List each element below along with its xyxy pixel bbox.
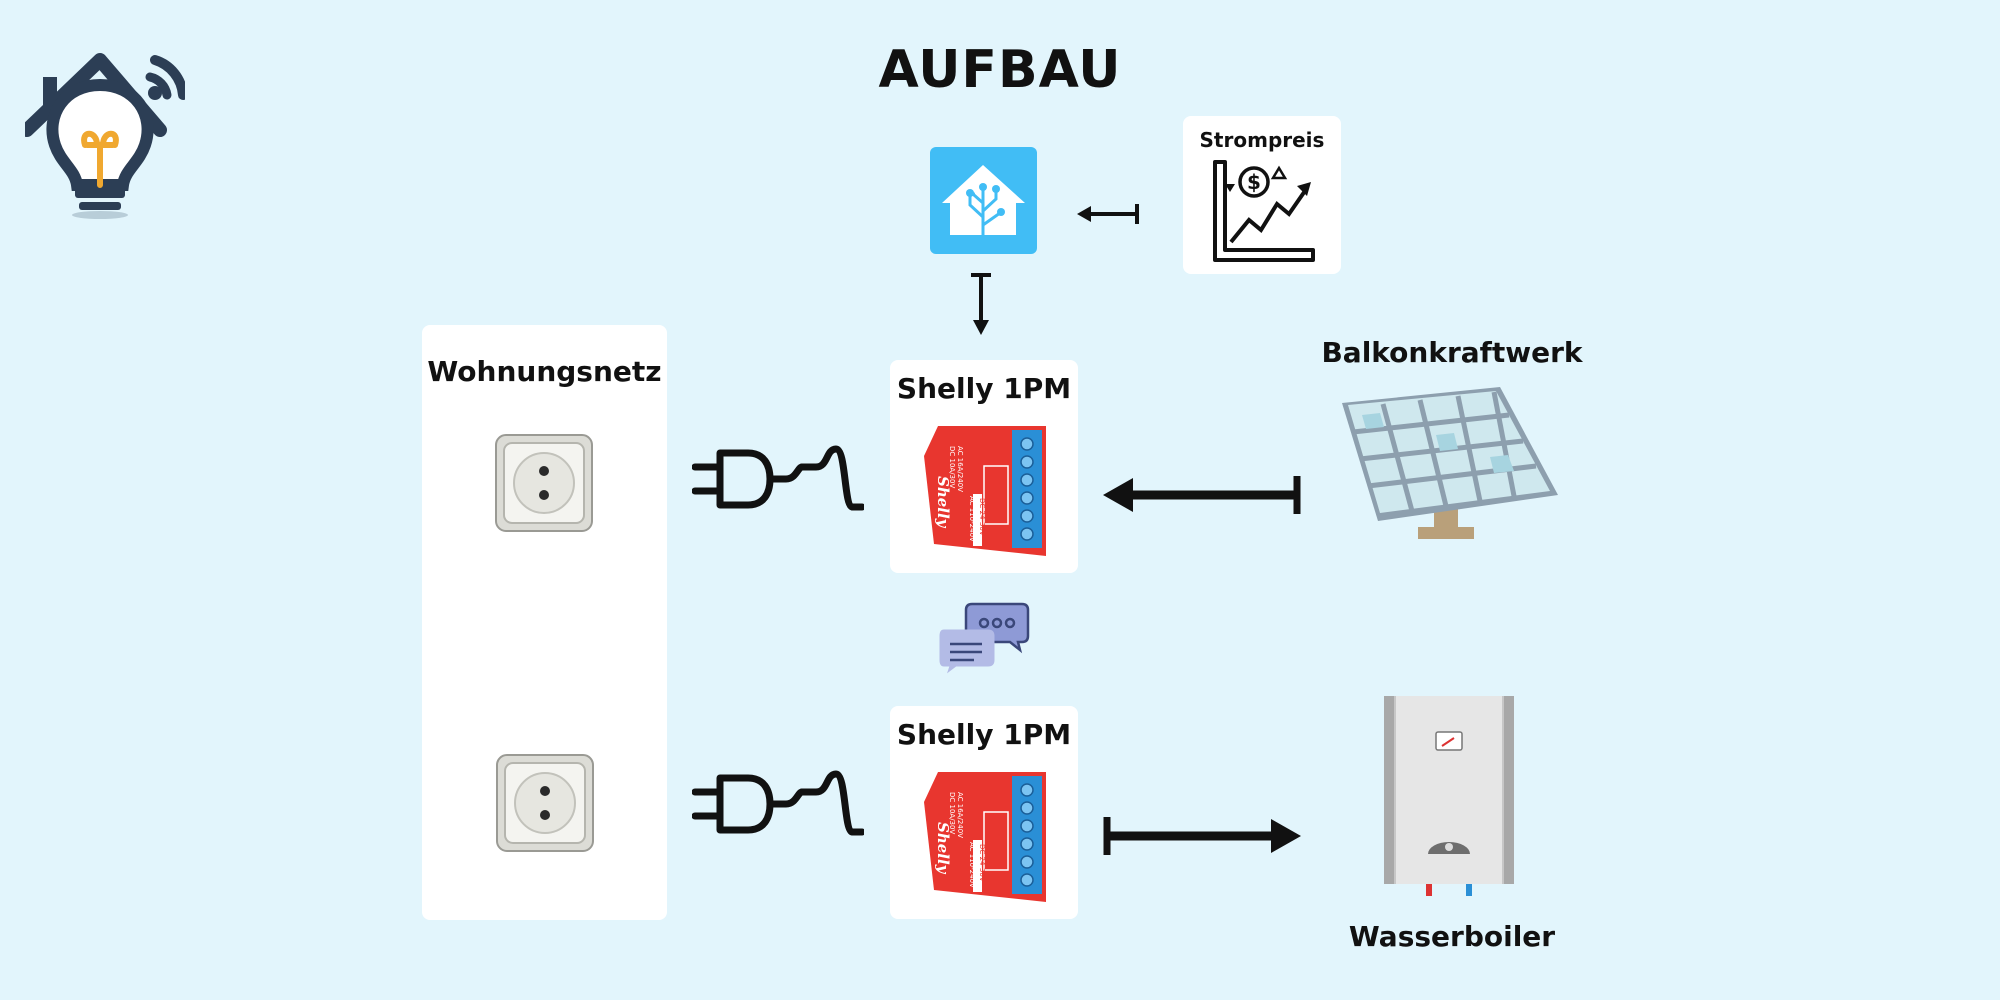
svg-text:$: $ (1247, 170, 1261, 194)
rating-dc-text: DC 10A/30V (948, 792, 956, 834)
brand-text: Shelly (934, 476, 952, 529)
solar-panel-icon (1340, 385, 1560, 555)
price-chart-icon: $ (1211, 160, 1321, 265)
shelly-bottom-card: Shelly 1PM AC 16A/240V DC 10A/30V Shelly… (890, 706, 1078, 919)
supply-ac-text: AC 110-240V (968, 842, 976, 888)
wohnungsnetz-card: Wohnungsnetz (422, 325, 667, 920)
water-boiler-icon (1382, 694, 1516, 902)
arrow-ha-to-shelly (967, 272, 995, 337)
shelly-relay-icon: AC 16A/240V DC 10A/30V Shelly AC 110-240… (924, 772, 1046, 902)
wasserboiler-label: Wasserboiler (1348, 920, 1556, 953)
shelly-relay-icon: AC 16A/240V DC 10A/30V Shelly AC 110-240… (924, 426, 1046, 556)
price-card: Strompreis $ (1183, 116, 1341, 274)
wohnungsnetz-label: Wohnungsnetz (427, 355, 662, 388)
rating-ac-text: AC 16A/240V (956, 792, 964, 838)
arrow-price-to-ha (1075, 200, 1140, 228)
rating-dc-text: DC 10A/30V (948, 446, 956, 488)
supply-dc-text: DC 24-30V (978, 844, 986, 882)
shelly-top-label: Shelly 1PM (896, 372, 1072, 405)
rating-ac-text: AC 16A/240V (956, 446, 964, 492)
arrow-solar-to-shelly (1103, 474, 1301, 516)
plug-icon (692, 770, 864, 840)
plug-icon (692, 445, 864, 515)
shelly-bottom-label: Shelly 1PM (896, 718, 1072, 751)
arrow-shelly-to-boiler (1103, 815, 1301, 857)
brand-text: Shelly (934, 822, 952, 875)
socket-icon (494, 433, 594, 533)
balkonkraftwerk-label: Balkonkraftwerk (1321, 336, 1583, 369)
socket-icon (495, 753, 595, 853)
shelly-top-card: Shelly 1PM AC 16A/240V DC 10A/30V Shelly… (890, 360, 1078, 573)
chat-bubbles-icon (938, 600, 1030, 674)
page-title: AUFBAU (878, 40, 1122, 100)
smart-home-logo-icon (25, 35, 185, 220)
supply-ac-text: AC 110-240V (968, 496, 976, 542)
supply-dc-text: DC 24-30V (978, 498, 986, 536)
home-assistant-icon (930, 147, 1037, 254)
price-label: Strompreis (1199, 128, 1325, 152)
